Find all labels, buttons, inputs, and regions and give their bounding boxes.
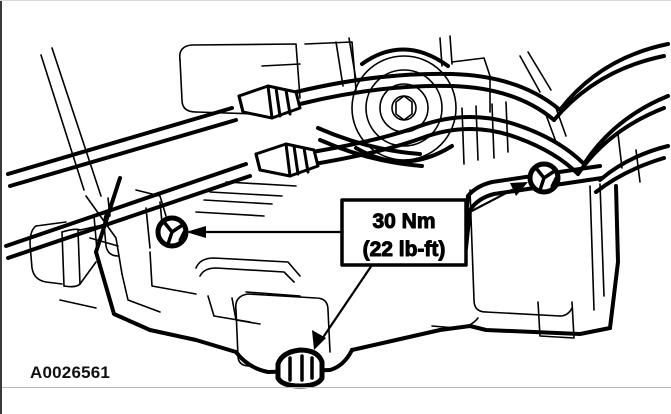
bolt-left	[155, 215, 189, 249]
torque-callout-box: 30 Nm (22 lb-ft)	[340, 198, 468, 267]
pointer-right-bolt	[464, 182, 528, 216]
pointer-bottom-bolt	[312, 263, 374, 350]
figure-id-label: A0026561	[30, 363, 111, 382]
bolt-right	[527, 161, 561, 195]
torque-imperial-value: (22 lb-ft)	[363, 238, 446, 261]
tube-fitting-upper	[237, 84, 302, 120]
housing-thin-outlines	[29, 35, 641, 367]
bolt-bottom	[275, 347, 325, 389]
page-frame-left-border	[0, 0, 2, 414]
torque-metric-value: 30 Nm	[372, 210, 435, 233]
pointer-left-bolt	[186, 226, 344, 238]
housing-heavy-outlines	[4, 42, 670, 374]
tube-fitting-lower	[254, 142, 320, 178]
caption-divider-rule	[2, 387, 671, 388]
page-frame-top-border	[0, 0, 671, 1]
